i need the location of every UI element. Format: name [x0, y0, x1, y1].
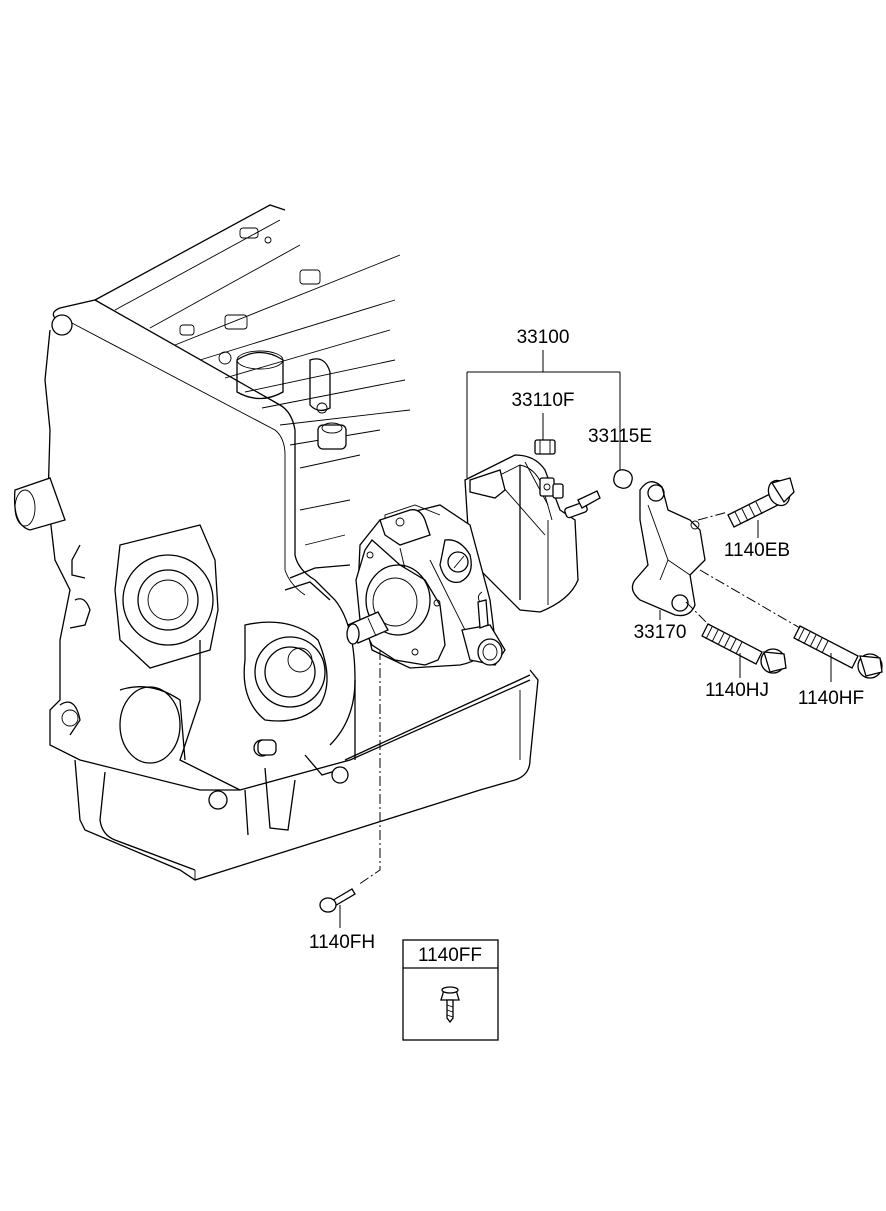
label-1140FH: 1140FH: [309, 932, 375, 953]
label-1140HF: 1140HF: [798, 688, 864, 709]
label-33115E: 33115E: [588, 426, 652, 447]
label-1140EB: 1140EB: [724, 540, 790, 561]
bolt-1140HJ-illustration: [701, 623, 787, 674]
legend-box-label: 1140FF: [418, 945, 482, 966]
bolt-1140EB-illustration: [727, 477, 795, 528]
bolt-1140HF-illustration: [793, 625, 883, 679]
label-1140HJ: 1140HJ: [705, 680, 769, 701]
bolt-1140FH-illustration: [319, 888, 356, 913]
fuel-pump-illustration: [346, 454, 601, 669]
leader-lines: [339, 350, 832, 928]
label-33110F: 33110F: [511, 390, 574, 411]
label-33170: 33170: [634, 622, 687, 643]
alignment-lines: [357, 511, 801, 886]
seal-part-illustration: [534, 439, 556, 455]
legend-box: 1140FF: [402, 939, 499, 1041]
label-33100: 33100: [517, 327, 570, 348]
bracket-illustration: [631, 481, 706, 617]
screw-icon: [440, 986, 460, 1024]
pin-part-illustration: [613, 469, 633, 489]
engine-block-illustration: [13, 204, 539, 881]
